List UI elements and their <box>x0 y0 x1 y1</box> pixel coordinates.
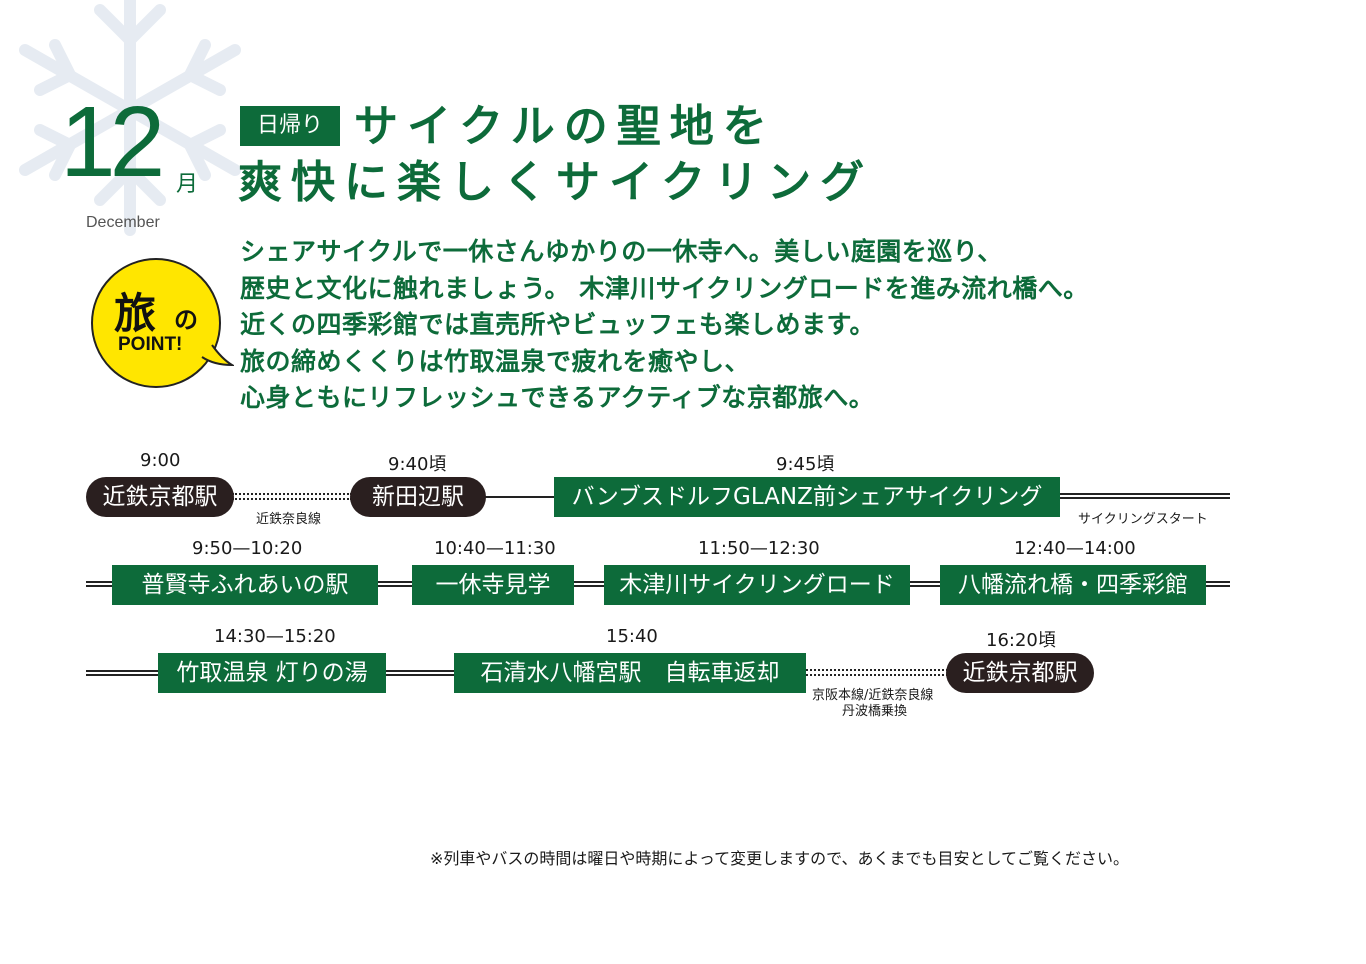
time-label: 9:40頃 <box>388 454 447 475</box>
route-note: サイクリングスタート <box>1078 512 1208 527</box>
route-note: 京阪本線/近鉄奈良線 <box>812 688 934 703</box>
description-line: 心身ともにリフレッシュできるアクティブな京都旅へ。 <box>240 383 875 412</box>
point-label-en: POINT! <box>118 334 183 355</box>
stop-activity: 竹取温泉 灯りの湯 <box>158 653 386 693</box>
time-label: 12:40—14:00 <box>1014 538 1136 559</box>
month-english: December <box>86 214 160 231</box>
train-route-line <box>232 493 352 500</box>
time-label: 9:00 <box>140 450 181 471</box>
point-label-no: の <box>174 306 198 334</box>
time-label: 14:30—15:20 <box>214 626 336 647</box>
stop-activity: 木津川サイクリングロード <box>604 565 910 605</box>
time-label: 10:40—11:30 <box>434 538 556 559</box>
time-label: 9:45頃 <box>776 454 835 475</box>
footnote: ※列車やバスの時間は曜日や時期によって変更しますので、あくまでも目安としてご覧く… <box>430 849 1130 868</box>
point-label-kanji: 旅 <box>114 289 157 338</box>
stop-activity: 普賢寺ふれあいの駅 <box>112 565 378 605</box>
stop-station: 近鉄京都駅 <box>946 653 1094 693</box>
travel-point-bubble <box>91 258 234 388</box>
time-label: 15:40 <box>606 626 658 647</box>
title-line-1: サイクルの聖地を <box>354 101 776 152</box>
stop-activity: 石清水八幡宮駅 自転車返却 <box>454 653 806 693</box>
stop-station: 近鉄京都駅 <box>86 477 234 517</box>
snowflake-decoration <box>19 0 241 236</box>
time-label: 16:20頃 <box>986 630 1056 651</box>
description-line: 近くの四季彩館では直売所やビュッフェも楽しめます。 <box>240 310 876 339</box>
time-label: 9:50—10:20 <box>192 538 303 559</box>
description-line: 旅の締めくくりは竹取温泉で疲れを癒やし、 <box>240 346 751 376</box>
description: シェアサイクルで一休さんゆかりの一休寺へ。美しい庭園を巡り、 歴史と文化に触れま… <box>240 234 1089 417</box>
stop-activity: 一休寺見学 <box>412 565 574 605</box>
stop-activity: 八幡流れ橋・四季彩館 <box>940 565 1206 605</box>
day-trip-badge: 日帰り <box>240 106 340 146</box>
route-note: 近鉄奈良線 <box>256 512 322 527</box>
stop-station: 新田辺駅 <box>350 477 486 517</box>
stop-activity: バンブスドルフGLANZ前シェアサイクリング <box>554 477 1060 517</box>
title-line-2: 爽快に楽しくサイクリング <box>238 157 874 208</box>
time-label: 11:50—12:30 <box>698 538 820 559</box>
description-line: 歴史と文化に触れましょう。 木津川サイクリングロードを進み流れ橋へ。 <box>240 273 1089 303</box>
train-route-line <box>806 669 952 676</box>
description-line: シェアサイクルで一休さんゆかりの一休寺へ。美しい庭園を巡り、 <box>240 237 1003 266</box>
month-number: 12 <box>60 86 165 198</box>
month-kanji: 月 <box>176 172 199 197</box>
cycle-route-line <box>1060 493 1230 499</box>
route-note: 丹波橋乗換 <box>842 704 908 719</box>
walk-route-line <box>484 496 556 498</box>
